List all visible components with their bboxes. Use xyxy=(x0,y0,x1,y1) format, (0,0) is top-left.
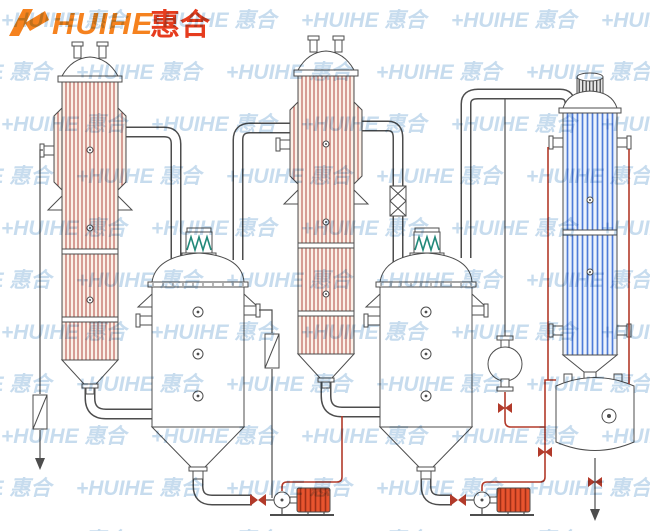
top-nozzle xyxy=(73,45,82,59)
outlet-flange xyxy=(81,383,99,389)
pump-motor xyxy=(296,487,331,513)
girth-flange xyxy=(61,248,119,255)
side-nozzle-flange xyxy=(135,313,141,328)
neck xyxy=(500,378,510,388)
pump-shaft xyxy=(289,496,298,504)
side-nozzle-flange xyxy=(548,323,554,338)
side-nozzle xyxy=(552,325,564,336)
brand-logo-latin: HUIHE xyxy=(52,6,154,41)
top-nozzle xyxy=(98,45,107,59)
top-flange xyxy=(496,335,514,341)
brand-logo-chinese: 惠合 xyxy=(150,8,210,42)
outlet-flange xyxy=(188,466,208,472)
tank-body xyxy=(555,377,635,451)
side-nozzle xyxy=(616,137,628,148)
side-nozzle xyxy=(552,137,564,148)
top-flange xyxy=(558,107,622,114)
side-nozzle xyxy=(43,145,55,156)
sight-glass-feed xyxy=(32,394,48,430)
neck-cap xyxy=(186,227,212,233)
side-nozzle xyxy=(616,325,628,336)
expansion-bellows xyxy=(389,185,407,217)
vent-cap-top xyxy=(576,72,604,82)
vessel-body xyxy=(487,346,523,382)
outlet-stub xyxy=(85,387,95,395)
bottom-flange xyxy=(496,386,514,392)
side-nozzle-flange xyxy=(548,135,554,150)
side-nozzle xyxy=(243,305,257,316)
nozzle-flange xyxy=(96,41,109,47)
nozzle-flange xyxy=(71,41,84,47)
top-flange xyxy=(57,75,123,83)
girth-flange xyxy=(61,316,119,323)
sight-glass-separator1 xyxy=(264,333,280,369)
outlet-stub xyxy=(192,470,204,480)
condensate-receiver-tank xyxy=(555,373,635,451)
side-nozzle xyxy=(139,315,153,326)
girth-flange xyxy=(562,229,618,236)
side-nozzle-flange xyxy=(626,135,632,150)
